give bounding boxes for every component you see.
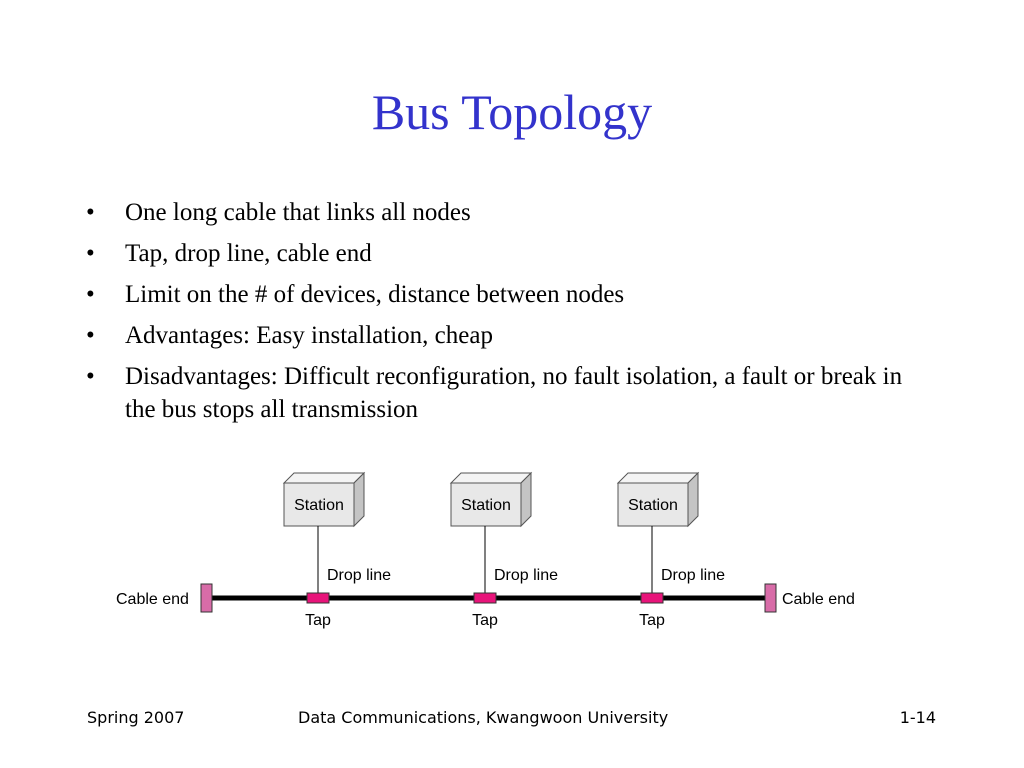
bullet-dot: • (86, 199, 95, 226)
footer-date: Spring 2007 (87, 708, 185, 727)
cable-end-right (764, 583, 777, 613)
station-box-side (520, 471, 532, 528)
station-box-top (282, 472, 366, 484)
footer-page-number: 1-14 (899, 708, 936, 727)
cable-end-left-label: Cable end (116, 591, 189, 608)
slide-title: Bus Topology (371, 84, 653, 140)
tap-label: Tap (472, 612, 498, 629)
footer-course: Data Communications, Kwangwoon Universit… (298, 708, 669, 727)
bullet-item: • Limit on the # of devices, distance bet… (86, 278, 936, 311)
tap (640, 592, 664, 604)
station-box-side (353, 471, 365, 528)
station-node: Station Drop line Tap (449, 471, 558, 629)
bullet-item: • Advantages: Easy installation, cheap (86, 319, 936, 352)
cable-end-right-label: Cable end (782, 591, 855, 608)
station-label: Station (461, 497, 511, 514)
bullet-item: • One long cable that links all nodes (86, 196, 936, 229)
station-box-top (449, 472, 533, 484)
station-node: Station Drop line Tap (616, 471, 725, 629)
station-box (283, 482, 355, 527)
station-node: Station Drop line Tap (282, 471, 391, 629)
bullet-item: • Disadvantages: Difficult reconfiguratio… (86, 360, 936, 426)
station-label: Station (294, 497, 344, 514)
drop-line-label: Drop line (327, 567, 391, 584)
bullet-list: • One long cable that links all nodes • Ta… (86, 196, 936, 434)
bullet-dot: • (86, 363, 95, 390)
station-label: Station (628, 497, 678, 514)
bullet-text: Disadvantages: Difficult reconfiguration… (125, 363, 903, 423)
station-box-top (616, 472, 700, 484)
tap (473, 592, 497, 604)
drop-line-label: Drop line (661, 567, 725, 584)
bullet-dot: • (86, 322, 95, 349)
tap (306, 592, 330, 604)
bullet-text: Advantages: Easy installation, cheap (125, 322, 493, 349)
bullet-text: Limit on the # of devices, distance betw… (125, 281, 625, 308)
tap-label: Tap (639, 612, 665, 629)
tap-label: Tap (305, 612, 331, 629)
bullet-dot: • (86, 281, 95, 308)
drop-line-label: Drop line (494, 567, 558, 584)
station-box (617, 482, 689, 527)
bullet-item: • Tap, drop line, cable end (86, 237, 936, 270)
station-box-side (687, 471, 699, 528)
bullet-text: Tap, drop line, cable end (125, 240, 372, 267)
bullet-text: One long cable that links all nodes (125, 199, 471, 226)
bullet-dot: • (86, 240, 95, 267)
station-box (450, 482, 522, 527)
cable-end-left (200, 583, 213, 613)
bus-topology-diagram: Cable end Cable end Station Drop line Ta… (116, 471, 855, 629)
